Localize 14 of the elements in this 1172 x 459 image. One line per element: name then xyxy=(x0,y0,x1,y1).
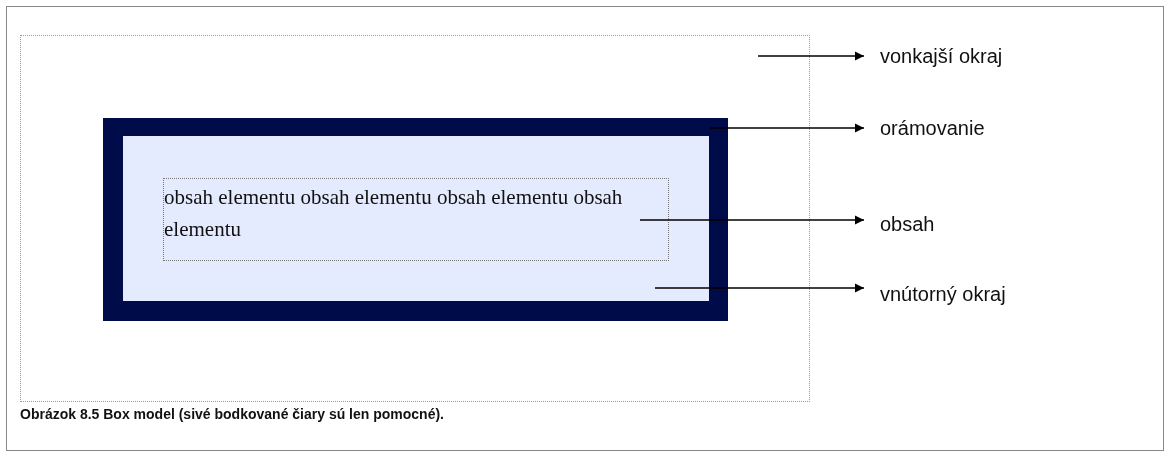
figure-caption: Obrázok 8.5 Box model (sivé bodkované čiary sú len pomocné). xyxy=(20,406,444,422)
border-frame xyxy=(103,118,728,321)
arrow xyxy=(639,215,865,225)
margin-area xyxy=(20,35,810,402)
content-text: obsah elementu obsah elementu obsah elementu obsah elementu xyxy=(164,185,623,241)
arrow xyxy=(757,51,865,61)
arrow xyxy=(654,283,865,293)
arrow xyxy=(709,123,865,133)
part-label: vonkajší okraj xyxy=(880,44,1003,68)
content-box xyxy=(163,178,669,261)
padding-area xyxy=(123,136,709,301)
part-label: orámovanie xyxy=(880,116,985,140)
part-label: vnútorný okraj xyxy=(880,282,1006,306)
part-label: obsah xyxy=(880,212,935,236)
